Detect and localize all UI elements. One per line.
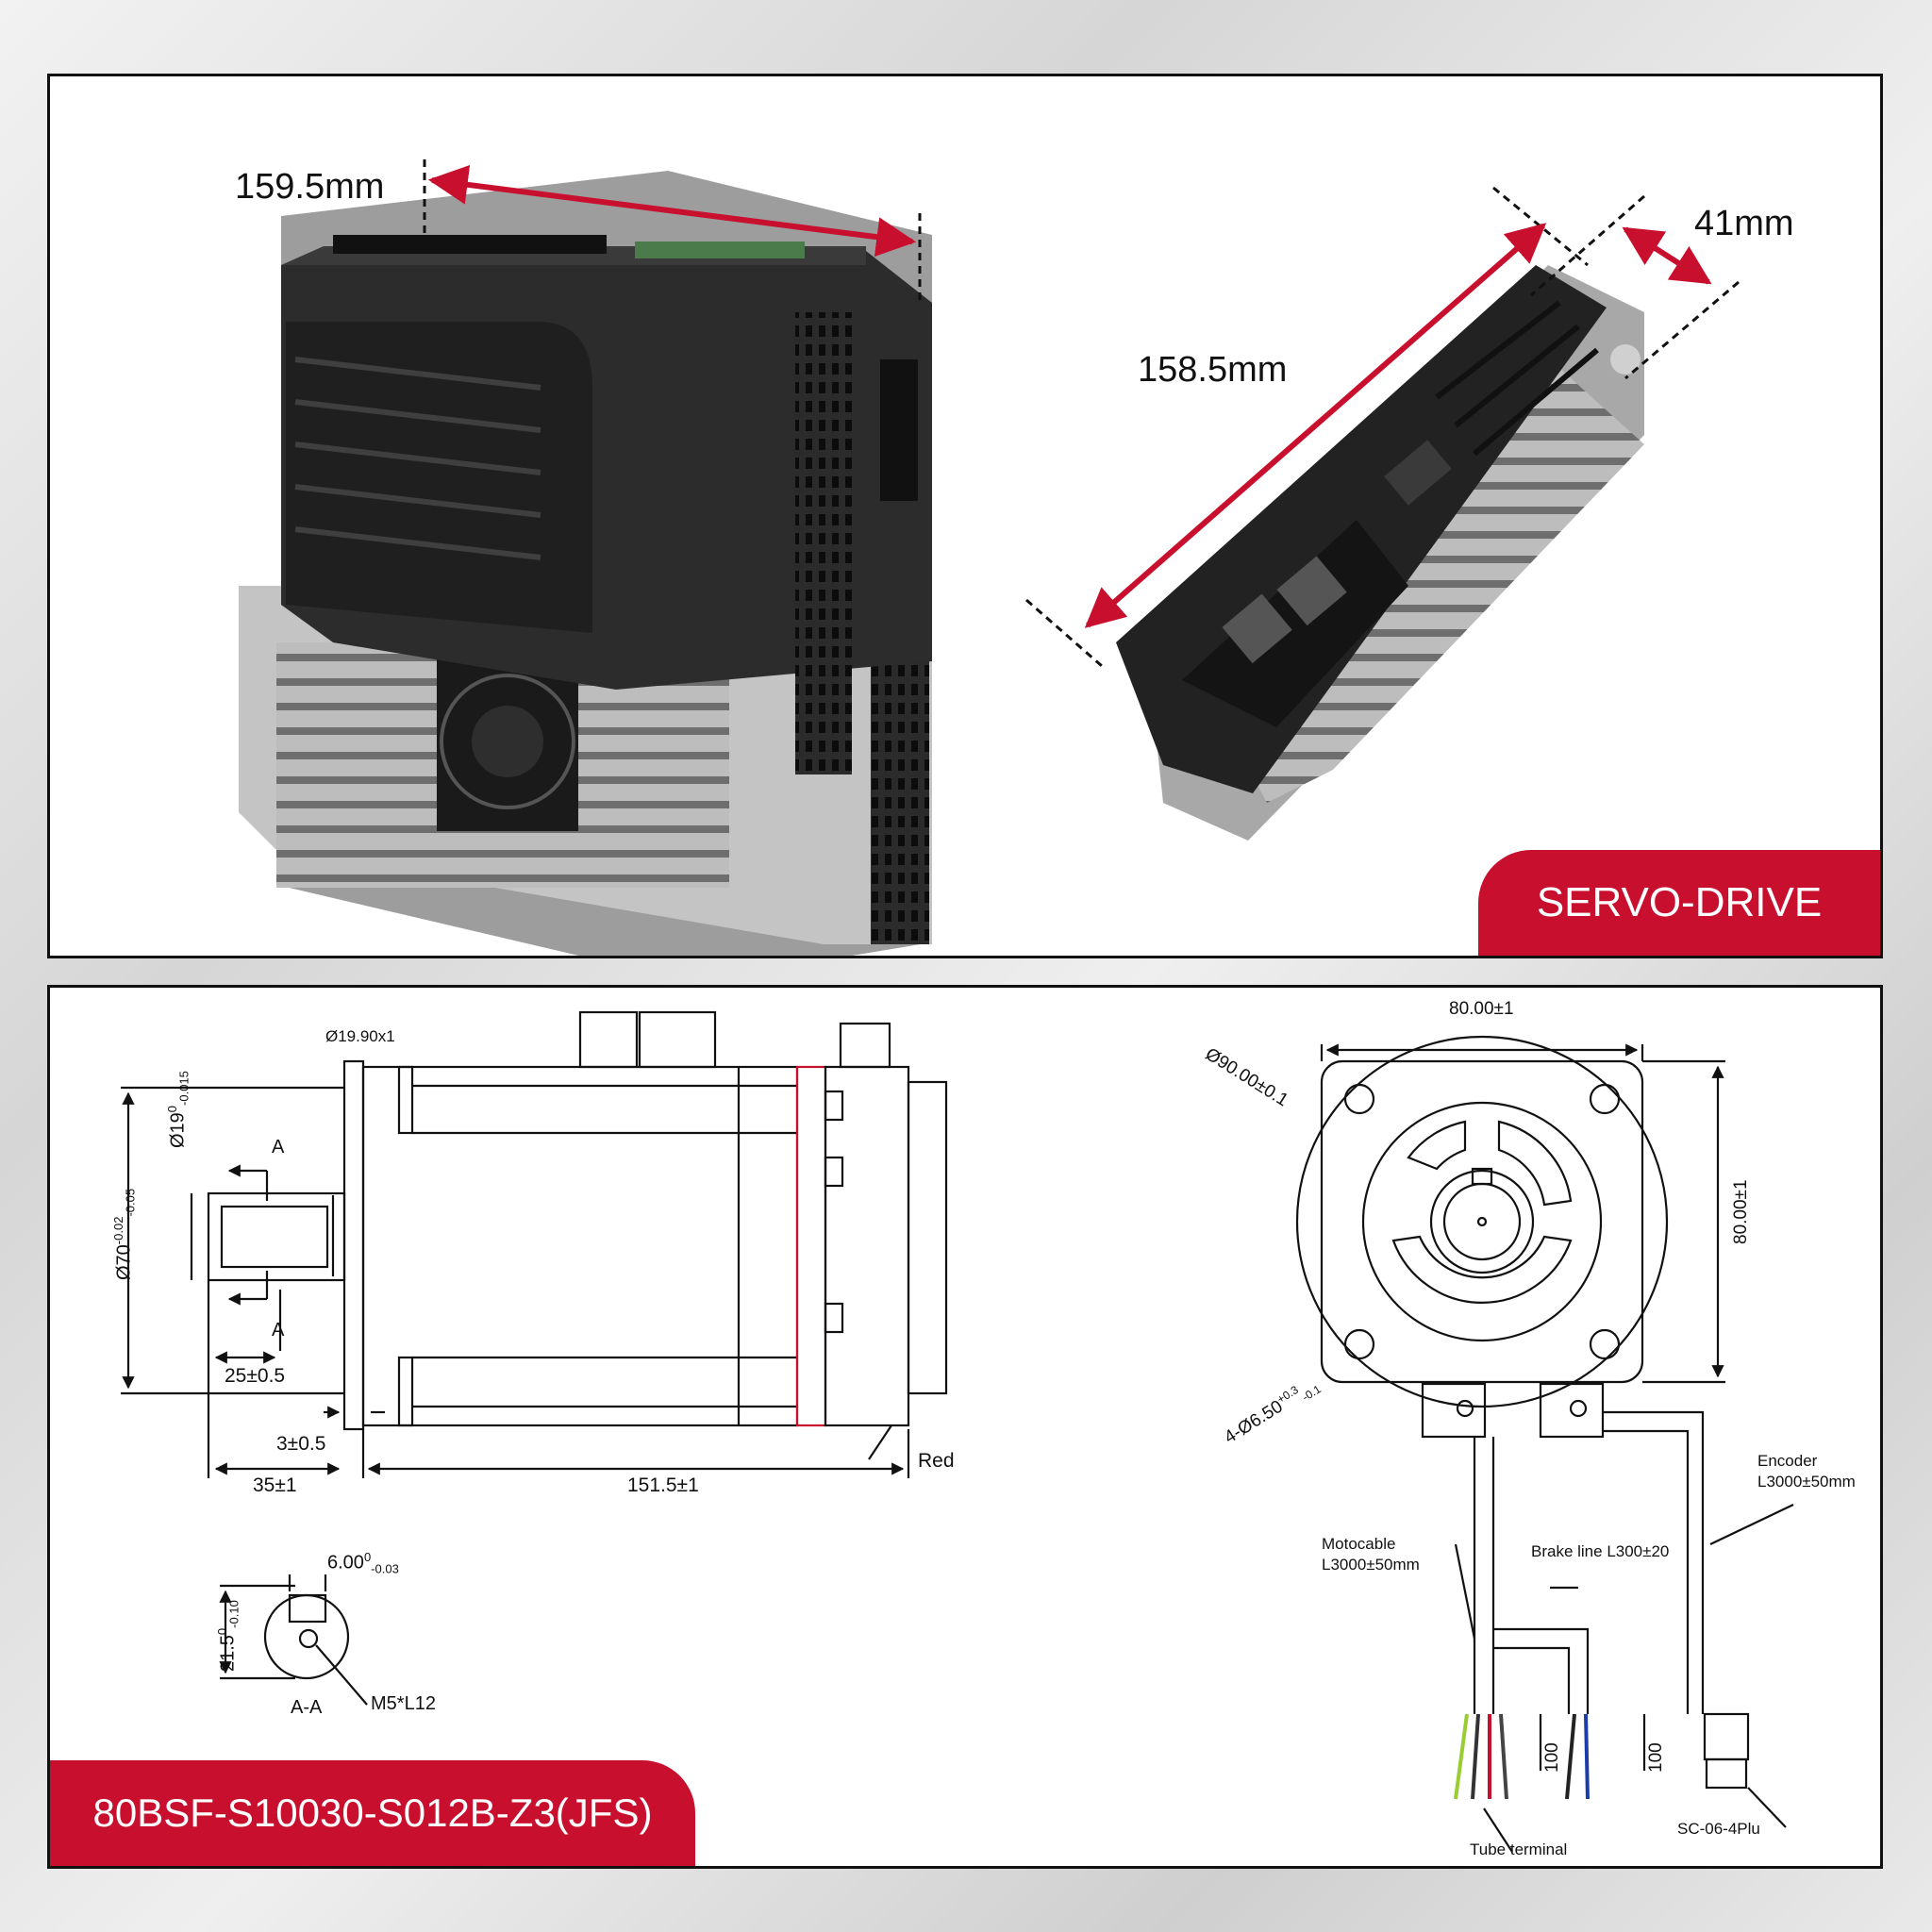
shaft-length-label: 35±1 — [253, 1474, 297, 1496]
label-sticker-icon — [1610, 344, 1641, 375]
lead-length-label-2: 100 — [1646, 1742, 1666, 1773]
body-dia-main: Ø70 — [113, 1244, 135, 1280]
front-width-label: 80.00±1 — [1449, 999, 1514, 1020]
red-ring-label: Red — [918, 1450, 955, 1472]
key-width-label: 6.000-0.03 — [327, 1550, 399, 1576]
shaft-dia-sup: 0 — [165, 1105, 179, 1113]
drive-depth-label: 41mm — [1694, 204, 1794, 243]
shaft-diameter-label: Ø190-0.015 — [165, 1071, 192, 1148]
section-name-label: A-A — [291, 1697, 323, 1718]
drive-front-view — [239, 171, 932, 956]
servo-motor-panel: Ø19.90x1 Ø190-0.015 Ø70-0.02-0.05 A A 25… — [47, 985, 1883, 1869]
key-length-label: 25±0.5 — [225, 1365, 286, 1387]
encoder-length-label: L3000±50mm — [1757, 1473, 1856, 1491]
motor-front-view — [1295, 1035, 1794, 1853]
motocable-length-label: L3000±50mm — [1322, 1556, 1420, 1574]
key-width-main: 6.00 — [327, 1552, 364, 1574]
body-dia-sub: -0.05 — [123, 1188, 138, 1217]
shaft-section-view — [219, 1574, 368, 1706]
thread-label: M5*L12 — [371, 1693, 436, 1714]
brake-line-label: Brake line L300±20 — [1531, 1542, 1670, 1560]
drive-length-label: 158.5mm — [1138, 350, 1288, 390]
section-mark-top: A — [272, 1137, 285, 1158]
motocable-label: Motocable — [1322, 1535, 1396, 1553]
body-dia-sup: -0.02 — [111, 1216, 125, 1245]
section-height-main: 21.5 — [217, 1635, 239, 1672]
key-width-sup: 0 — [363, 1550, 372, 1564]
servo-drive-panel: 159.5mm 158.5mm 41mm SERVO-DRIVE — [47, 74, 1883, 958]
section-mark-bottom: A — [272, 1320, 285, 1341]
drive-width-label: 159.5mm — [235, 167, 385, 207]
section-height-sub: -0.10 — [226, 1600, 242, 1628]
servo-drive-illustration — [239, 159, 1740, 956]
shaft-dia-main: Ø19 — [167, 1112, 189, 1148]
shaft-dia-sub: -0.015 — [176, 1071, 192, 1106]
body-length-label: 151.5±1 — [627, 1474, 699, 1496]
section-height-label: 21.50-0.10 — [215, 1600, 242, 1672]
connector-label: SC-06-4Plu — [1677, 1820, 1760, 1838]
flange-diameter-label: Ø19.90x1 — [325, 1027, 395, 1045]
motor-side-view — [121, 1010, 948, 1478]
servo-drive-badge: SERVO-DRIVE — [1478, 850, 1880, 956]
encoder-label: Encoder — [1757, 1452, 1818, 1470]
tube-terminal-label: Tube terminal — [1470, 1840, 1568, 1858]
key-width-sub: -0.03 — [371, 1561, 399, 1576]
servo-motor-drawing — [121, 1010, 1794, 1853]
model-number-badge: 80BSF-S10030-S012B-Z3(JFS) — [50, 1760, 695, 1866]
lead-length-label-1: 100 — [1542, 1742, 1562, 1773]
flange-offset-label: 3±0.5 — [276, 1433, 326, 1455]
section-height-sup: 0 — [215, 1627, 229, 1636]
wire-leads — [1454, 1713, 1590, 1800]
dimension-lines — [423, 159, 1740, 668]
front-height-label: 80.00±1 — [1731, 1179, 1751, 1244]
body-diameter-label: Ø70-0.02-0.05 — [111, 1189, 138, 1280]
